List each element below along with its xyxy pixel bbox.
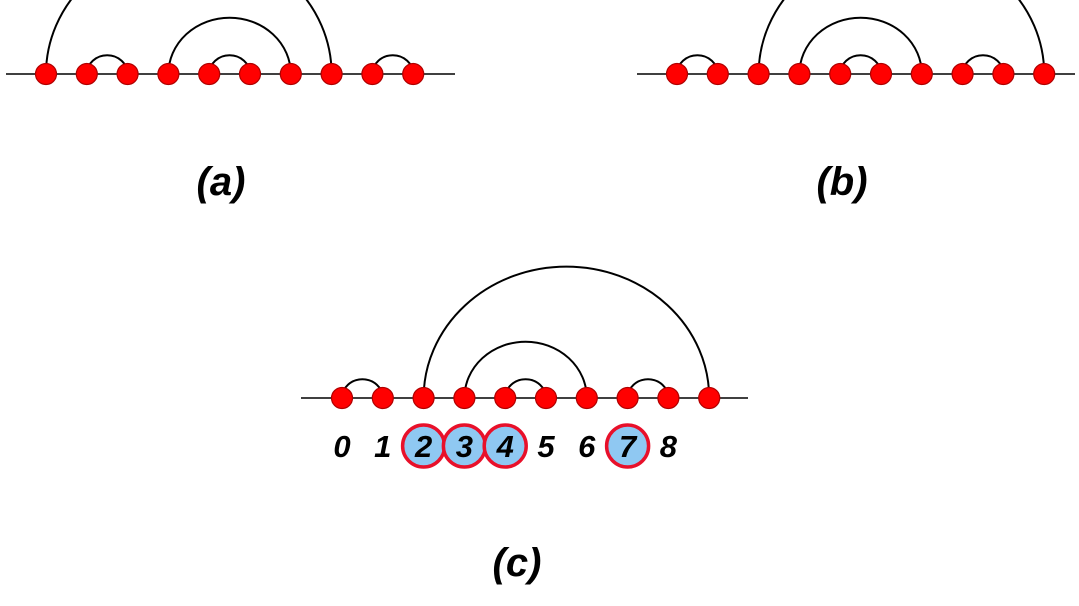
panel-c-highlight-ring-7 (604, 423, 651, 469)
panel-c-arc-2-9 (422, 265, 711, 399)
panel-a-node-0 (34, 62, 58, 86)
panel-a-node-5 (238, 62, 262, 86)
panel-c-highlight-ring-4 (482, 423, 528, 469)
panel-b-label: (b) (816, 160, 868, 204)
panel-c-index-label: 4 (496, 429, 514, 464)
panel-b-diagram (637, 0, 1075, 86)
panel-b-node-2 (747, 62, 770, 86)
panel-a-node-3 (157, 62, 180, 86)
panel-b-arc-3-6 (798, 16, 923, 75)
panel-b-node-6 (910, 62, 933, 86)
panel-c-index-label: 2 (414, 429, 432, 464)
panel-b-node-5 (869, 62, 893, 86)
panel-c-node-4 (494, 386, 517, 410)
panel-a-arc-3-6 (167, 16, 292, 75)
panel-a-label: (a) (196, 160, 246, 204)
panel-c-node-5 (534, 386, 558, 410)
panel-b-node-8 (992, 62, 1015, 86)
panel-c-node-7 (616, 386, 639, 410)
panel-a-node-9 (402, 62, 425, 86)
panel-b-node-0 (665, 62, 689, 86)
panel-a-node-6 (279, 62, 302, 86)
panel-a-node-4 (198, 62, 221, 86)
panel-a-node-8 (361, 62, 384, 86)
panel-a-node-2 (116, 62, 139, 86)
panel-c-index-label: 0 (333, 429, 350, 464)
panel-c-node-1 (371, 386, 394, 410)
panel-c-node-8 (657, 386, 680, 410)
panel-b-node-3 (788, 62, 811, 86)
panel-a-node-1 (75, 62, 98, 86)
panel-c-label: (c) (492, 541, 542, 585)
panel-b-node-7 (951, 62, 974, 86)
panel-c-node-2 (412, 386, 435, 410)
panel-a-diagram (6, 0, 455, 86)
panel-c-node-0 (330, 386, 354, 410)
panel-a-arc-0-7 (45, 0, 333, 75)
panel-b-arc-2-9 (757, 0, 1046, 75)
panel-c-index-label: 1 (374, 429, 391, 464)
panel-a-node-7 (320, 62, 343, 86)
panel-c-index-label: 5 (537, 429, 555, 464)
panel-b-node-1 (706, 62, 729, 86)
panel-c-node-3 (453, 386, 476, 410)
panel-b-node-9 (1033, 62, 1056, 86)
panel-c-node-6 (575, 386, 598, 410)
panel-c-index-label: 8 (660, 429, 678, 464)
panel-c-arc-3-6 (463, 340, 588, 399)
panel-c-index-label: 6 (578, 429, 596, 464)
panel-c-index-label: 3 (456, 429, 473, 464)
panel-b-node-4 (829, 62, 852, 86)
panel-c-index-label: 7 (619, 429, 638, 464)
panel-c-node-9 (698, 386, 721, 410)
